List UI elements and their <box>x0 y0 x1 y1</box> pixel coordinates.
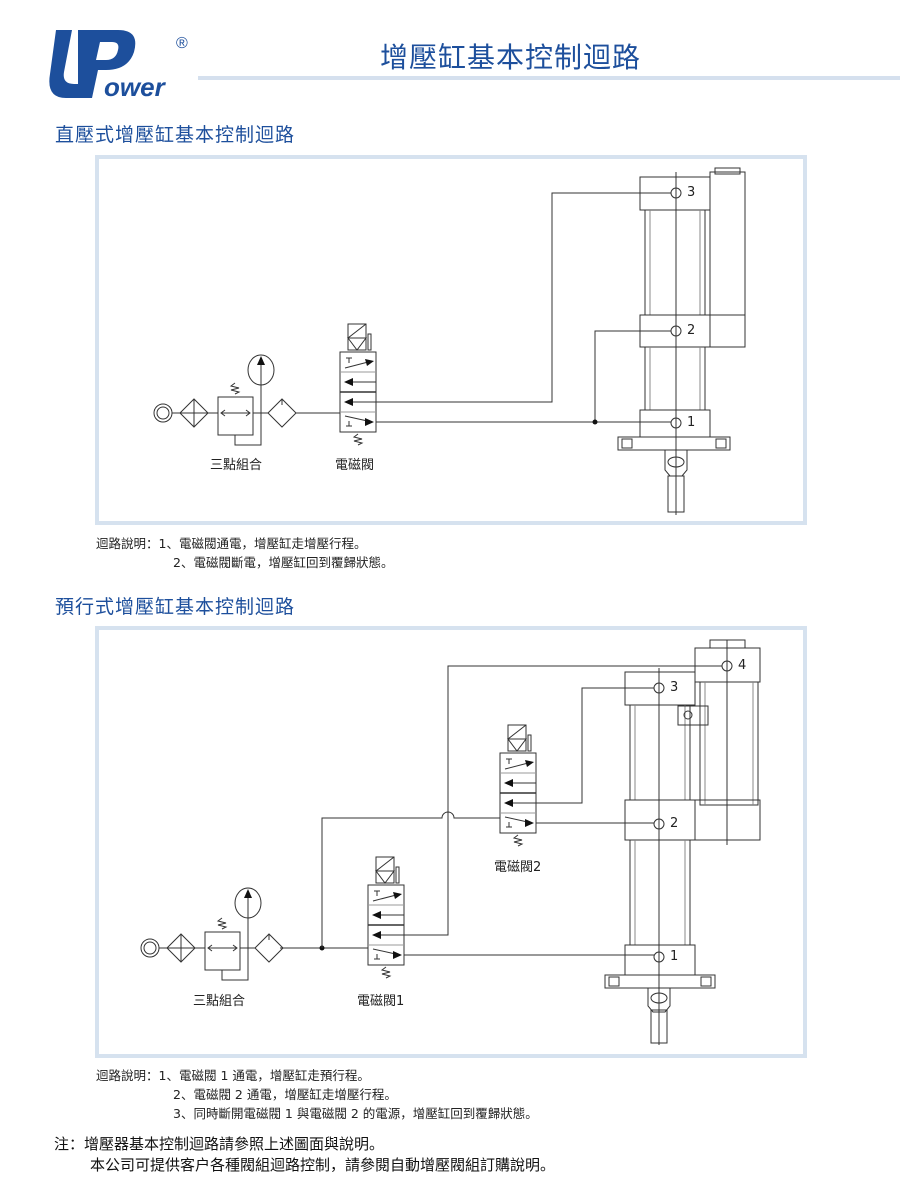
description-line: 1、電磁閥通電，增壓缸走增壓行程。 <box>158 536 367 551</box>
booster-cylinder <box>604 639 761 1045</box>
section1-description: 迴路說明：1、電磁閥通電，增壓缸走增壓行程。 2、電磁閥斷電，增壓缸回到覆歸狀態… <box>96 534 393 572</box>
section2-title: 預行式增壓缸基本控制迴路 <box>55 596 296 618</box>
solenoid-valve-2 <box>499 724 537 847</box>
svg-text:®: ® <box>176 35 188 52</box>
solenoid-valve <box>339 323 377 446</box>
section1-valve-label: 電磁閥 <box>335 458 375 473</box>
section2-description: 迴路說明：1、電磁閥 1 通電，增壓缸走預行程。 2、電磁閥 2 通電，增壓缸走… <box>96 1066 538 1123</box>
section2-port-1: 1 <box>670 949 679 964</box>
footnote: 注：增壓器基本控制迴路請參照上述圖面與說明。 本公司可提供客户各種閥組迴路控制，… <box>54 1134 555 1176</box>
section2-diagram-panel <box>95 626 807 1058</box>
description-line: 1、電磁閥 1 通電，增壓缸走預行程。 <box>158 1068 370 1083</box>
air-lines <box>280 665 722 956</box>
frl-unit <box>153 354 297 446</box>
section2-valve2-label: 電磁閥2 <box>494 860 542 875</box>
page-title: 增壓缸基本控制迴路 <box>380 41 642 74</box>
section2-port-3: 3 <box>670 680 679 695</box>
section1-title: 直壓式增壓缸基本控制迴路 <box>55 124 296 146</box>
section2-frl-label: 三點組合 <box>193 994 246 1009</box>
upower-logo: ower ® <box>49 30 188 100</box>
section2-valve1-label: 電磁閥1 <box>357 994 405 1009</box>
frl-unit <box>140 887 284 981</box>
description-line: 2、電磁閥斷電，增壓缸回到覆歸狀態。 <box>173 555 394 570</box>
section2-port-4: 4 <box>738 658 747 673</box>
header-rule <box>198 76 900 80</box>
description-line: 2、電磁閥 2 通電，增壓缸走增壓行程。 <box>173 1087 397 1102</box>
description-line: 3、同時斷開電磁閥 1 與電磁閥 2 的電源，增壓缸回到覆歸狀態。 <box>173 1106 538 1121</box>
section1-frl-label: 三點組合 <box>210 458 263 473</box>
description-label: 迴路說明： <box>96 536 159 551</box>
section1-diagram-panel <box>95 155 807 525</box>
air-lines <box>296 192 671 425</box>
description-label: 迴路說明： <box>96 1068 159 1083</box>
section2-port-2: 2 <box>670 816 679 831</box>
note-line: 本公司可提供客户各種閥組迴路控制，請參閱自動增壓閥組訂購說明。 <box>90 1156 556 1174</box>
note-line: 增壓器基本控制迴路請參照上述圖面與說明。 <box>84 1135 385 1153</box>
note-label: 注： <box>54 1135 85 1153</box>
section1-port-1: 1 <box>687 415 696 430</box>
solenoid-valve-1 <box>367 856 405 979</box>
section1-port-3: 3 <box>687 185 696 200</box>
section1-port-2: 2 <box>687 323 696 338</box>
svg-text:ower: ower <box>104 72 167 100</box>
cylinder <box>617 167 746 515</box>
